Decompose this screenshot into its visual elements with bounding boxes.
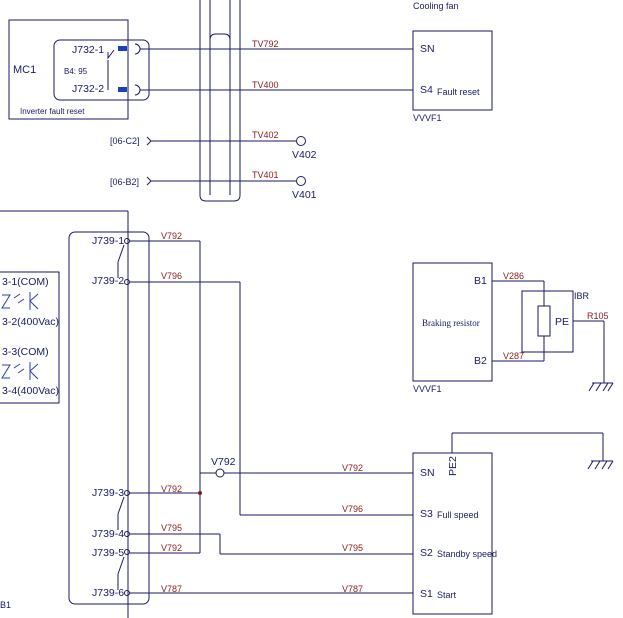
wire-tv402: TV402	[252, 130, 279, 140]
j739-wire-6: V787	[161, 584, 182, 594]
braking-r105: R105	[587, 311, 609, 321]
vvvf-pe2: PE2	[447, 456, 459, 476]
junction-v792: V792	[211, 456, 236, 468]
io-line-2: 3-2(400Vac)	[2, 316, 59, 328]
j739-pin-1: J739-1	[92, 235, 124, 247]
braking-b2: B2	[474, 355, 487, 367]
ref-b2: [06-B2]	[110, 177, 139, 187]
j739-pin-2: J739-2	[92, 275, 124, 287]
corner-b1: B1	[0, 600, 11, 610]
vvvf-s1: S1	[420, 588, 433, 600]
braking-wiring	[492, 280, 614, 392]
io-line-4: 3-4(400Vac)	[2, 385, 59, 397]
vvvf-bottom-box: SN S3 Full speed S2 Standby speed S1 Sta…	[412, 452, 497, 615]
junction-dot	[198, 491, 202, 495]
j739-connector: J739-1 J739-2 J739-3 J739-4 J739-5 J739-…	[68, 231, 150, 605]
optocoupler-icon	[1, 292, 39, 310]
j739-wire-4: V795	[161, 523, 182, 533]
vvvf-s3: S3	[420, 508, 433, 520]
vvvf-s1-desc: Start	[437, 590, 457, 600]
j739-pin-4: J739-4	[92, 528, 124, 540]
vvvf-s2-desc: Standby speed	[437, 549, 497, 559]
vvvf-s3-desc: Full speed	[437, 510, 479, 520]
braking-pe: PE	[555, 316, 569, 328]
cooling-fan-label: Cooling fan	[413, 1, 459, 11]
wire-tv400: TV400	[252, 80, 279, 90]
vvvf-top-s4: S4	[420, 84, 433, 96]
j739-wire-3: V792	[161, 484, 182, 494]
optocoupler-icon	[1, 362, 39, 380]
output-v402: V402	[292, 149, 317, 161]
mc1-title: MC1	[13, 64, 36, 76]
io-module: 3-1(COM) 3-2(400Vac) 3-3(COM) 3-4(400Vac…	[0, 271, 60, 404]
vvvf-s2: S2	[420, 547, 433, 559]
braking-wire-v286: V286	[503, 271, 524, 281]
mc1-caption: Inverter fault reset	[20, 107, 85, 116]
ref-c2: [06-C2]	[110, 136, 140, 146]
j739-wires	[130, 240, 413, 594]
cable-bundle	[199, 0, 241, 202]
j739-pin-6: J739-6	[92, 587, 124, 599]
vvvf-wire-s2: V795	[342, 543, 363, 553]
output-v401: V401	[292, 189, 317, 201]
braking-resistor-box: Braking resistor B1 B2 VVVF1	[412, 262, 493, 394]
connector-pin-2	[118, 87, 127, 92]
vvvf-sn: SN	[420, 467, 435, 479]
braking-wire-v287: V287	[503, 351, 524, 361]
j739-pin-3: J739-3	[92, 487, 124, 499]
braking-ibr: IBR	[574, 291, 590, 301]
wire-tv792: TV792	[252, 39, 279, 49]
j739-pin-5: J739-5	[92, 547, 124, 559]
mc1-box: MC1 J732-1 J732-2 B4: 95 Inverter fault …	[8, 19, 150, 120]
io-line-1: 3-1(COM)	[2, 276, 49, 288]
j739-wire-5: V792	[161, 543, 182, 553]
mc1-contact-2: J732-2	[72, 83, 104, 95]
connector-pin-1	[118, 46, 127, 51]
j739-wire-1: V792	[161, 231, 182, 241]
vvvf-top-box: SN S4 Fault reset VVVF1	[412, 30, 493, 123]
vvvf-top-name: VVVF1	[413, 113, 442, 123]
braking-b1: B1	[474, 275, 487, 287]
braking-name: Braking resistor	[422, 318, 480, 328]
braking-vvvf: VVVF1	[413, 384, 442, 394]
vvvf-wire-s1: V787	[342, 584, 363, 594]
vvvf-top-s4-desc: Fault reset	[437, 87, 480, 97]
vvvf-wire-s3: V796	[342, 504, 363, 514]
io-line-3: 3-3(COM)	[2, 346, 49, 358]
mc1-contact-1: J732-1	[72, 44, 104, 56]
vvvf-wire-sn: V792	[342, 463, 363, 473]
vvvf-top-sn: SN	[420, 43, 435, 55]
mc1-ref: B4: 95	[64, 67, 88, 76]
wire-tv401: TV401	[252, 170, 279, 180]
j739-wire-2: V796	[161, 271, 182, 281]
pe2-ground	[451, 432, 614, 470]
